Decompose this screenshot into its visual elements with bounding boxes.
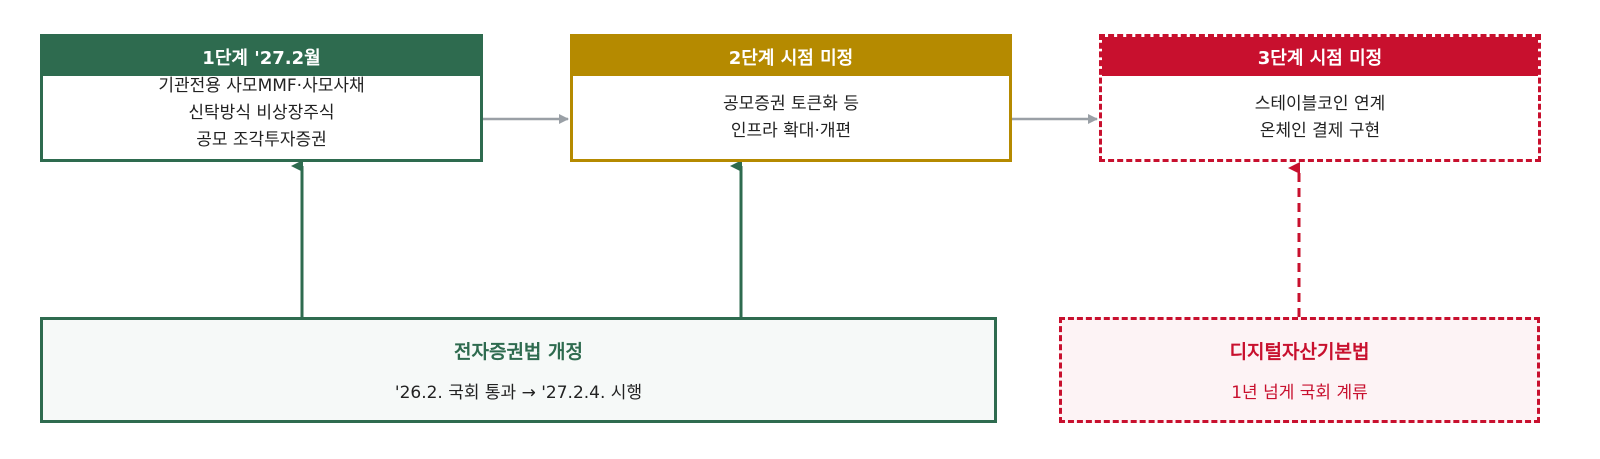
stage-1-body: 기관전용 사모MMF·사모사채 신탁방식 비상장주식 공모 조각투자증권 <box>43 73 480 156</box>
stage-2-line-1: 공모증권 토큰화 등 <box>723 93 859 114</box>
law-digital-asset-title: 디지털자산기본법 <box>1229 341 1370 363</box>
law-electronic-securities-title: 전자증권법 개정 <box>454 341 583 363</box>
stage-1-line-3: 공모 조각투자증권 <box>196 130 327 150</box>
stage-1-line-1: 기관전용 사모MMF·사모사채 <box>158 76 365 96</box>
stage-3-line-2: 온체인 결제 구현 <box>1259 120 1381 141</box>
law-electronic-securities-desc: '26.2. 국회 통과 → '27.2.4. 시행 <box>394 383 643 403</box>
law-electronic-securities-box: 전자증권법 개정 '26.2. 국회 통과 → '27.2.4. 시행 <box>40 317 997 423</box>
stage-1-box: 1단계 '27.2월 기관전용 사모MMF·사모사채 신탁방식 비상장주식 공모… <box>40 34 483 162</box>
law-digital-asset-box: 디지털자산기본법 1년 넘게 국회 계류 <box>1059 317 1540 423</box>
stage-3-box: 3단계 시점 미정 스테이블코인 연계 온체인 결제 구현 <box>1099 34 1541 162</box>
stage-2-header: 2단계 시점 미정 <box>573 37 1009 76</box>
stage-1-line-2: 신탁방식 비상장주식 <box>188 103 335 123</box>
stage-3-header: 3단계 시점 미정 <box>1102 37 1538 76</box>
stage-3-body: 스테이블코인 연계 온체인 결제 구현 <box>1102 76 1538 159</box>
stage-3-line-1: 스테이블코인 연계 <box>1254 93 1386 114</box>
stage-2-line-2: 인프라 확대·개편 <box>730 120 852 141</box>
stage-1-header: 1단계 '27.2월 <box>43 37 480 76</box>
law-digital-asset-desc: 1년 넘게 국회 계류 <box>1231 383 1368 403</box>
stage-2-box: 2단계 시점 미정 공모증권 토큰화 등 인프라 확대·개편 <box>570 34 1012 162</box>
stage-2-body: 공모증권 토큰화 등 인프라 확대·개편 <box>573 76 1009 159</box>
